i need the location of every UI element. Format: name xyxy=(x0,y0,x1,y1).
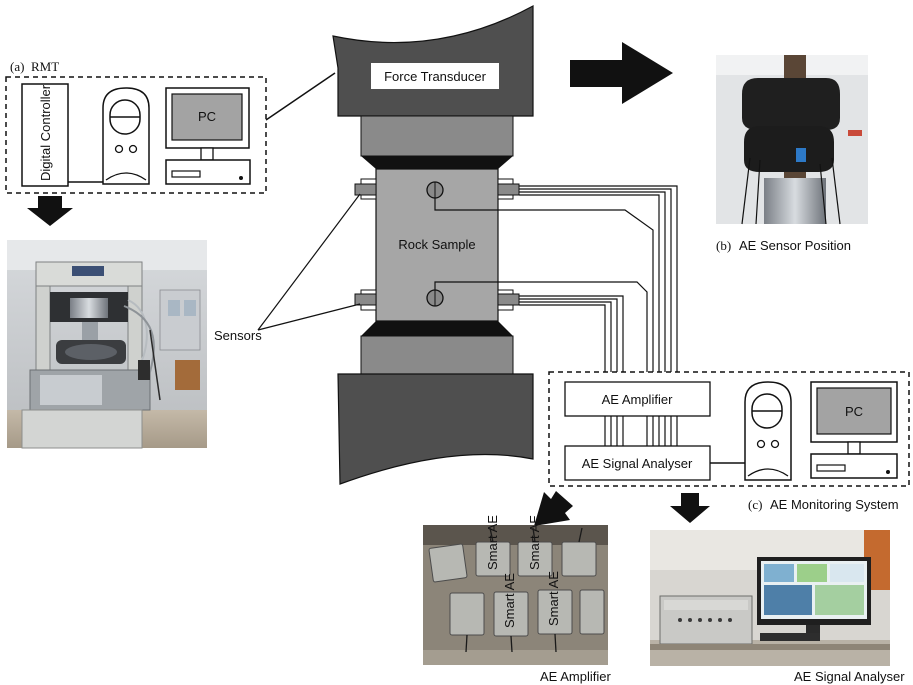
rmt-pc-label: PC xyxy=(198,109,216,124)
sensors-leader-upper xyxy=(257,193,361,331)
rmt-caption: RMT xyxy=(31,59,59,74)
ae-caption: AE Monitoring System xyxy=(770,497,899,512)
rock-sample-label: Rock Sample xyxy=(398,237,475,252)
loading-frame: Force Transducer Rock Sample xyxy=(332,4,534,485)
force-transducer-label: Force Transducer xyxy=(384,69,487,84)
amp-unit-text-1: Smart AE xyxy=(485,515,500,570)
amp-unit-text-2: Smart AE xyxy=(527,515,542,570)
ae-sensor-position-photo xyxy=(716,55,868,225)
to-sensor-photo-arrow xyxy=(570,42,673,104)
upper-platen xyxy=(332,4,534,117)
ae-caption-letter: (c) xyxy=(748,497,762,512)
amp-unit-text-3: Smart AE xyxy=(502,573,517,628)
ae-amplifier-box xyxy=(564,381,711,417)
sensor-photo-caption: AE Sensor Position xyxy=(739,238,851,253)
ae-pc-label: PC xyxy=(845,404,863,419)
ae-signal-analyser-photo xyxy=(650,530,890,666)
rmt-machine-photo xyxy=(7,240,207,449)
rmt-down-arrow xyxy=(27,196,73,226)
sensors-leader-lower xyxy=(257,303,361,331)
rmt-pc-icon: PC xyxy=(165,87,251,185)
lower-end-cap xyxy=(361,321,513,336)
ae-signal-analyser-label: AE Signal Analyser xyxy=(582,456,693,471)
ae-dashed-frame xyxy=(548,371,910,487)
amplifier-photo-caption: AE Amplifier xyxy=(540,669,611,684)
upper-end-cap xyxy=(361,156,513,169)
sensor-cables xyxy=(434,185,678,372)
sensor-right-lower xyxy=(497,293,520,306)
ae-amplifier-photo: Smart AE Smart AE Smart AE Smart AE xyxy=(423,515,608,665)
rmt-tower-unit xyxy=(102,87,150,185)
rmt-caption-letter: (a) xyxy=(10,59,24,74)
force-transducer-box xyxy=(371,63,499,89)
lower-loading-block xyxy=(360,335,514,375)
lower-platen xyxy=(337,373,534,485)
to-amplifier-photo-arrow xyxy=(534,491,573,526)
upper-loading-block xyxy=(360,115,514,157)
ae-tower-unit xyxy=(744,381,792,481)
amp-unit-text-4: Smart AE xyxy=(546,571,561,626)
digital-controller-label: Digital Controller xyxy=(38,84,53,181)
sensors-label: Sensors xyxy=(214,328,262,343)
analyser-photo-caption: AE Signal Analyser xyxy=(794,669,905,684)
amp-to-analyser-cables xyxy=(604,416,678,446)
ae-monitoring-panel: AE Amplifier AE Signal Analyser xyxy=(548,371,910,487)
ae-signal-analyser-box xyxy=(564,445,711,481)
sensor-left-upper xyxy=(354,183,377,196)
ae-pc-screen xyxy=(816,387,892,435)
rmt-panel: (a) RMT Digital Controller PC xyxy=(5,59,336,226)
to-analyser-photo-arrow xyxy=(670,493,710,523)
ae-pc-icon: PC xyxy=(810,381,898,479)
sensor-right-upper xyxy=(497,183,520,196)
digital-controller-box xyxy=(21,83,69,187)
rmt-dashed-frame xyxy=(5,76,267,194)
rmt-leader-line xyxy=(265,72,336,121)
sensor-left-lower xyxy=(354,293,377,306)
rmt-pc-screen xyxy=(171,93,243,141)
sensor-photo-caption-letter: (b) xyxy=(716,238,731,253)
ae-amplifier-label: AE Amplifier xyxy=(602,392,673,407)
